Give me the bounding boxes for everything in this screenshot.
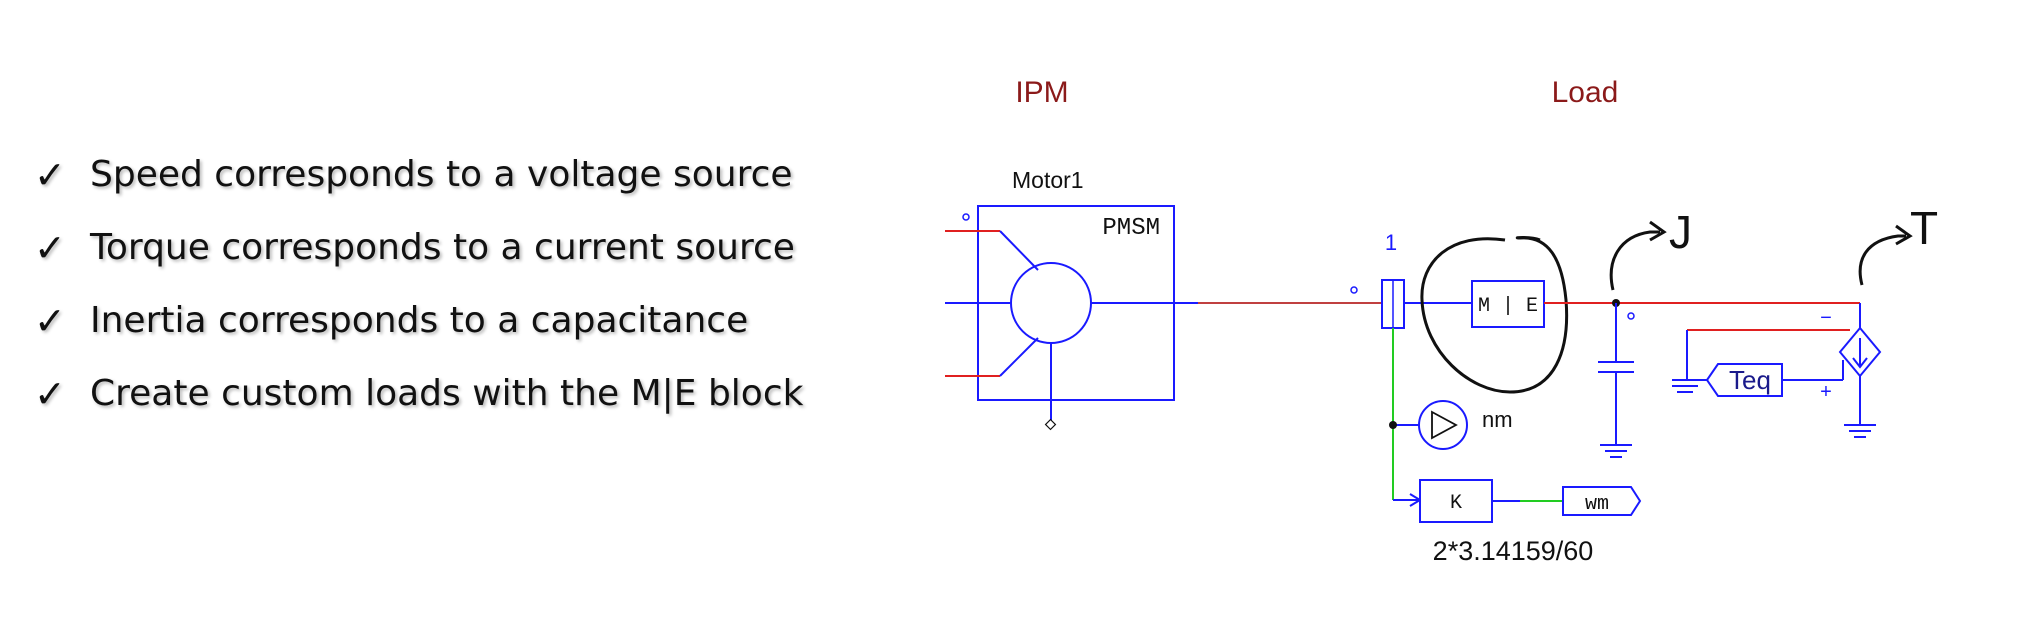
gain-label: K	[1450, 492, 1462, 515]
bullet-item: ✓ Torque corresponds to a current source	[34, 211, 803, 284]
plus-sign: +	[1820, 381, 1832, 403]
bullet-list: ✓ Speed corresponds to a voltage source …	[34, 138, 803, 430]
torque-annotation-label: T	[1910, 202, 1938, 254]
checkmark-icon: ✓	[34, 225, 66, 270]
me-block[interactable]: M | E	[1471, 280, 1545, 328]
sensor-node-label: 1	[1385, 230, 1397, 255]
wm-tag-shape	[1562, 486, 1642, 516]
torque-arrow-annotation	[1858, 234, 1906, 286]
meter-circle	[1418, 400, 1468, 450]
bullet-text: Create custom loads with the M|E block	[90, 373, 804, 414]
motor-shaft-node	[1044, 418, 1057, 431]
motor-block[interactable]: Motor1 PMSM	[945, 167, 1198, 431]
bullet-item: ✓ Create custom loads with the M|E block	[34, 357, 803, 430]
bullet-text: Inertia corresponds to a capacitance	[90, 300, 749, 341]
load-label: Load	[1552, 76, 1619, 109]
meter-arrow-icon	[1431, 410, 1458, 440]
bullet-text: Speed corresponds to a voltage source	[90, 154, 793, 195]
checkmark-icon: ✓	[34, 298, 66, 343]
meter-label: nm	[1482, 407, 1513, 432]
wm-output-tag[interactable]: wm	[1562, 486, 1642, 516]
minus-sign: −	[1820, 307, 1832, 329]
teq-tag	[1705, 363, 1783, 397]
teq-label: Teq	[1729, 365, 1771, 395]
speed-meter[interactable]: nm	[1418, 400, 1513, 450]
checkmark-icon: ✓	[34, 371, 66, 416]
bullet-item: ✓ Inertia corresponds to a capacitance	[34, 284, 803, 357]
inertia-capacitor[interactable]	[1598, 303, 1634, 458]
torque-current-source[interactable]: − +	[1820, 303, 1882, 438]
wm-label: wm	[1585, 493, 1609, 516]
checkmark-icon: ✓	[34, 152, 66, 197]
motor-terminal-dot	[962, 213, 970, 221]
bullet-item: ✓ Speed corresponds to a voltage source	[34, 138, 803, 211]
speed-sensor[interactable]: 1	[1381, 230, 1405, 329]
inertia-arrow-annotation	[1609, 230, 1660, 291]
ipm-label: IPM	[1015, 76, 1068, 109]
highlight-circle-annotation	[1420, 236, 1569, 394]
inertia-annotation-label: J	[1669, 206, 1692, 258]
motor-rotor-circle	[1010, 262, 1092, 344]
gain-value: 2*3.14159/60	[1433, 536, 1594, 566]
motor-type: PMSM	[1102, 215, 1160, 242]
motor-name: Motor1	[1012, 167, 1084, 193]
gain-block[interactable]: K 2*3.14159/60	[1419, 479, 1594, 566]
bullet-text: Torque corresponds to a current source	[90, 227, 795, 268]
me-block-label: M | E	[1478, 295, 1538, 318]
teq-label-block[interactable]: Teq	[1672, 363, 1783, 397]
